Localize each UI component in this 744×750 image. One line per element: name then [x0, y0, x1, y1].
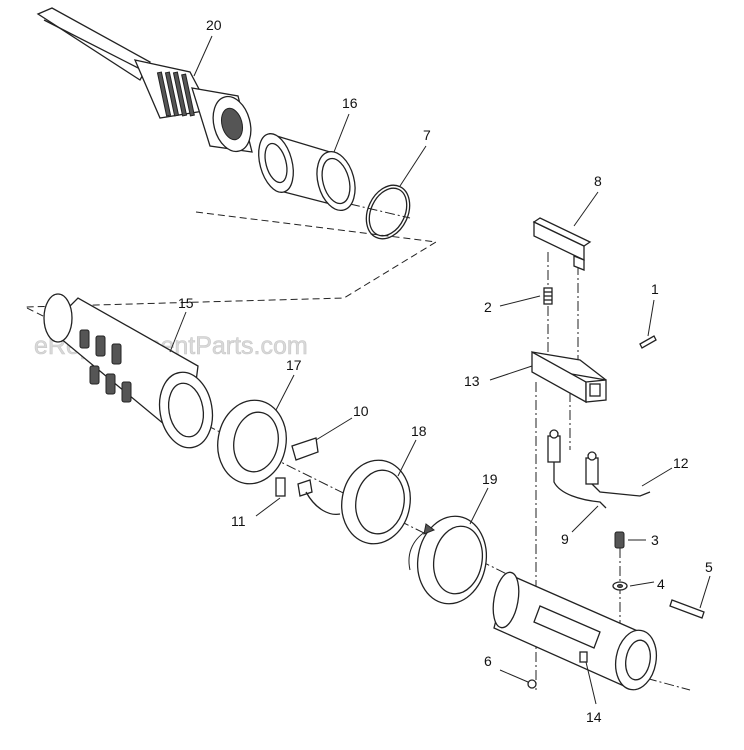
callout-3: 3	[651, 532, 659, 548]
leader-lines	[169, 35, 711, 705]
part-7-o-ring	[365, 184, 411, 240]
callout-1: 1	[651, 281, 659, 297]
part-5-dowel-pin	[669, 599, 705, 619]
callout-13: 13	[464, 373, 480, 389]
part-20-cable-connector	[36, 7, 253, 153]
callout-7: 7	[423, 127, 431, 143]
callout-labels: 20 16 7 8 2 1 13 15 17 10 18 19 12 11 9 …	[178, 17, 713, 725]
callout-9: 9	[561, 531, 569, 547]
part-19-threaded-ring	[408, 515, 487, 605]
part-9-terminal-bracket	[547, 429, 651, 509]
callout-19: 19	[482, 471, 498, 487]
part-3-screw	[614, 531, 625, 549]
callout-8: 8	[594, 173, 602, 189]
callout-14: 14	[586, 709, 602, 725]
callout-10: 10	[353, 403, 369, 419]
part-13-housing	[531, 350, 607, 404]
callout-20: 20	[206, 17, 222, 33]
callout-15: 15	[178, 295, 194, 311]
part-17-ring	[217, 399, 287, 485]
part-18-collar	[341, 459, 411, 545]
callout-18: 18	[411, 423, 427, 439]
part-2-spring	[543, 287, 553, 305]
callout-5: 5	[705, 559, 713, 575]
callout-11: 11	[231, 513, 246, 529]
part-11-insert	[275, 477, 286, 497]
part-10-contact	[291, 437, 341, 516]
callout-4: 4	[657, 576, 665, 592]
part-6-ball	[527, 679, 537, 689]
callout-2: 2	[484, 299, 492, 315]
part-4-washer	[612, 581, 628, 591]
part-15-grip-shell	[43, 293, 214, 449]
callout-6: 6	[484, 653, 492, 669]
part-14-tube-body	[492, 571, 658, 691]
part-8-cap	[532, 217, 592, 271]
callout-12: 12	[673, 455, 689, 471]
part-1-pin	[639, 335, 657, 349]
part-16-sleeve	[258, 133, 356, 211]
callout-17: 17	[286, 357, 302, 373]
callout-16: 16	[342, 95, 358, 111]
